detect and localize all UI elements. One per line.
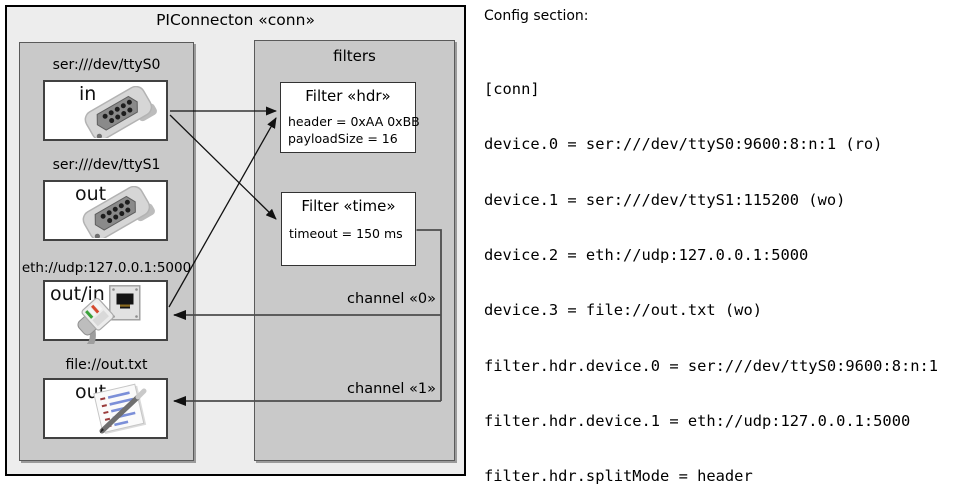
config-line: device.0 = ser:///dev/ttyS0:9600:8:n:1 (… <box>484 135 883 154</box>
config-line: filter.hdr.device.0 = ser:///dev/ttyS0:9… <box>484 356 939 375</box>
filters-group-title: filters <box>333 47 376 65</box>
device-box-eth: out/in <box>43 280 168 344</box>
filter-hdr-title: Filter «hdr» <box>305 87 391 105</box>
device-box-file: out <box>43 378 168 439</box>
filter-hdr-param: header = 0xAA 0xBB <box>288 114 420 129</box>
channel-1-label: channel «1» <box>347 381 436 397</box>
device-label-ttyS0: ser:///dev/ttyS0 <box>52 57 161 73</box>
config-text: [conn] device.0 = ser:///dev/ttyS0:9600:… <box>484 43 947 484</box>
filter-hdr-param: payloadSize = 16 <box>288 131 398 146</box>
device-label-ttyS1: ser:///dev/ttyS1 <box>52 157 161 173</box>
config-line: device.2 = eth://udp:127.0.0.1:5000 <box>484 245 809 264</box>
config-line: filter.hdr.device.1 = eth://udp:127.0.0.… <box>484 412 911 431</box>
device-label-eth: eth://udp:127.0.0.1:5000 <box>21 260 192 276</box>
config-line: [conn] <box>484 79 540 98</box>
device-label-file: file://out.txt <box>65 357 148 373</box>
device-direction: out <box>75 183 107 205</box>
filter-time-title: Filter «time» <box>301 197 396 215</box>
channel-0-label: channel «0» <box>347 291 436 307</box>
config-section-title: Config section: <box>484 8 589 24</box>
ethernet-jack-icon <box>109 285 141 321</box>
device-direction: out <box>75 381 107 403</box>
device-direction: in <box>79 83 97 105</box>
device-box-ttyS1: out <box>43 180 168 241</box>
config-line: filter.hdr.splitMode = header <box>484 467 753 484</box>
filter-time-box: Filter «time» timeout = 150 ms <box>281 192 416 266</box>
filter-hdr-box: Filter «hdr» header = 0xAA 0xBB payloadS… <box>280 82 420 153</box>
filter-time-param: timeout = 150 ms <box>289 226 403 241</box>
diagram-title: PIConnecton «conn» <box>156 11 315 29</box>
device-box-ttyS0: in <box>43 80 168 141</box>
device-direction: out/in <box>50 283 105 305</box>
config-line: device.3 = file://out.txt (wo) <box>484 301 762 320</box>
config-line: device.1 = ser:///dev/ttyS1:115200 (wo) <box>484 190 846 209</box>
